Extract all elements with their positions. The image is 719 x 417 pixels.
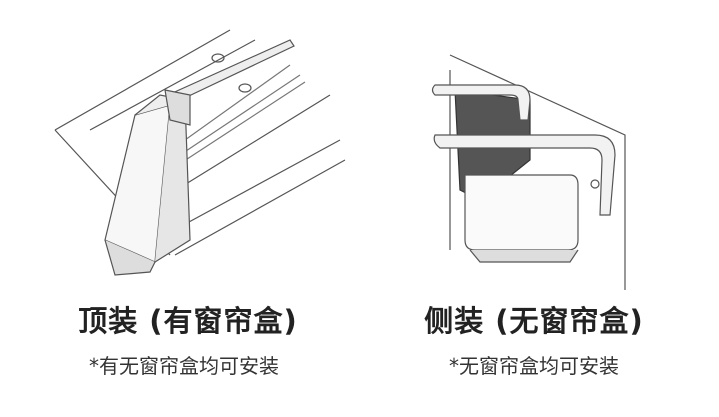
side-mount-note: *无窗帘盒均可安装	[449, 354, 619, 378]
top-mount-note: *有无窗帘盒均可安装	[89, 354, 279, 378]
top-mount-illustration	[54, 29, 346, 276]
top-mount-title: 顶装 (有窗帘盒)	[78, 304, 298, 338]
top-mount-panel: 顶装 (有窗帘盒) *有无窗帘盒均可安装	[54, 29, 346, 378]
side-mount-panel: 侧装 (无窗帘盒) *无窗帘盒均可安装	[360, 0, 719, 417]
side-mount-illustration	[431, 54, 626, 290]
side-mount-title: 侧装 (无窗帘盒)	[424, 304, 644, 338]
